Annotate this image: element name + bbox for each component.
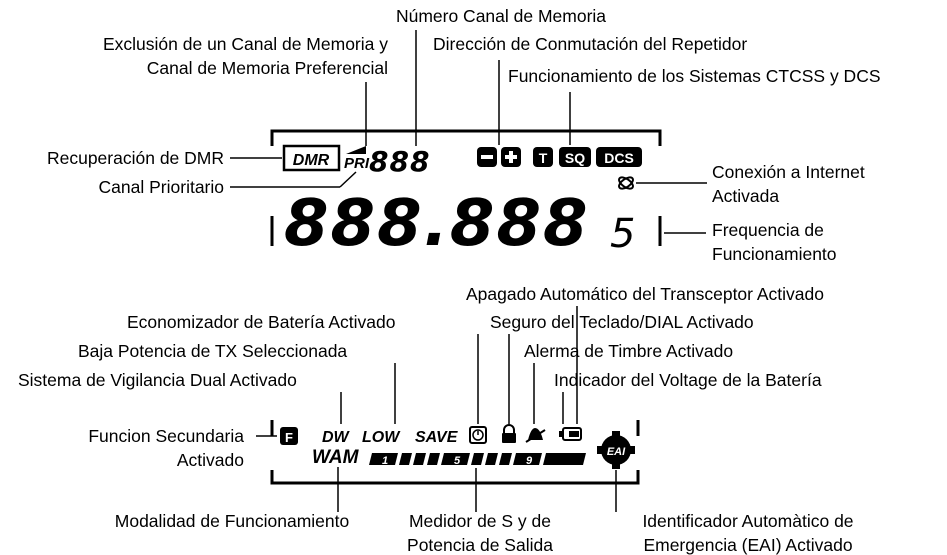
dual-watch-indicator: DW <box>322 429 351 446</box>
save-indicator: SAVE <box>415 429 459 446</box>
svg-text:9: 9 <box>526 455 533 467</box>
pri-text: PRI <box>344 155 370 172</box>
frequency-display: 888.888 <box>284 187 590 261</box>
operating-mode-indicator: WAM <box>312 447 360 468</box>
function-indicator <box>280 427 298 445</box>
auto-power-off-icon <box>469 426 487 444</box>
dmr-text: DMR <box>293 152 330 169</box>
label-funcion-1: Funcion Secundaria <box>88 426 244 446</box>
label-modalidad: Modalidad de Funcionamiento <box>115 511 349 531</box>
label-numero-canal: Número Canal de Memoria <box>396 6 606 26</box>
label-internet-1: Conexión a Internet <box>712 162 865 182</box>
battery-icon <box>559 427 582 441</box>
s-meter <box>369 453 586 465</box>
label-baja-potencia: Baja Potencia de TX Seleccionada <box>78 341 347 361</box>
label-direccion: Dirección de Conmutación del Repetidor <box>433 34 747 54</box>
channel-number: 888 <box>369 145 430 178</box>
label-vigilancia: Sistema de Vigilancia Dual Activado <box>18 370 297 390</box>
dmr-indicator <box>282 144 341 172</box>
label-eai-2: Emergencia (EAI) Activado <box>643 535 852 555</box>
dcs-indicator <box>596 147 642 167</box>
svg-text:5: 5 <box>454 455 461 467</box>
internet-icon <box>618 176 634 190</box>
label-funcion-2: Activado <box>177 450 244 470</box>
bell-icon <box>525 428 546 443</box>
callout-labels: Número Canal de Memoria Exclusión de un … <box>18 6 881 555</box>
label-recuperacion: Recuperación de DMR <box>47 148 224 168</box>
svg-text:T: T <box>539 150 548 166</box>
label-internet-2: Activada <box>712 186 779 206</box>
sq-indicator <box>559 147 591 167</box>
eai-icon: EAI <box>597 431 635 469</box>
label-exclusion-2: Canal de Memoria Preferencial <box>147 58 388 78</box>
preferential-flag-icon <box>346 146 366 154</box>
label-medidor-2: Potencia de Salida <box>407 535 553 555</box>
svg-text:1: 1 <box>382 455 388 467</box>
label-exclusion-1: Exclusión de un Canal de Memoria y <box>103 34 388 54</box>
svg-text:SQ: SQ <box>565 150 585 166</box>
bottom-display-panel: F DW LOW SAVE WAM <box>270 420 640 485</box>
svg-text:F: F <box>285 430 293 445</box>
tone-indicator <box>533 147 553 167</box>
label-frecuencia-2: Funcionamiento <box>712 244 837 264</box>
svg-text:EAI: EAI <box>607 446 626 458</box>
label-seguro: Seguro del Teclado/DIAL Activado <box>490 312 754 332</box>
label-apagado: Apagado Automático del Transceptor Activ… <box>466 284 824 304</box>
svg-text:DCS: DCS <box>604 150 634 166</box>
frequency-sub-digit: 5 <box>610 211 635 257</box>
label-frecuencia-1: Frequencia de <box>712 220 824 240</box>
label-eai-1: Identificador Automàtico de <box>642 511 853 531</box>
label-economizador: Economizador de Batería Activado <box>127 312 396 332</box>
leader-lines <box>230 30 707 512</box>
lock-icon <box>502 424 516 443</box>
low-power-indicator: LOW <box>362 429 401 446</box>
top-display-panel: DMR PRI 888 T SQ DCS 888.888 5 <box>270 129 662 261</box>
label-medidor-1: Medidor de S y de <box>409 511 551 531</box>
label-voltage: Indicador del Voltage de la Batería <box>554 370 822 390</box>
label-prioritario: Canal Prioritario <box>99 177 224 197</box>
label-ctcss: Funcionamiento de los Sistemas CTCSS y D… <box>508 66 881 86</box>
label-alerma: Alerma de Timbre Activado <box>524 341 733 361</box>
